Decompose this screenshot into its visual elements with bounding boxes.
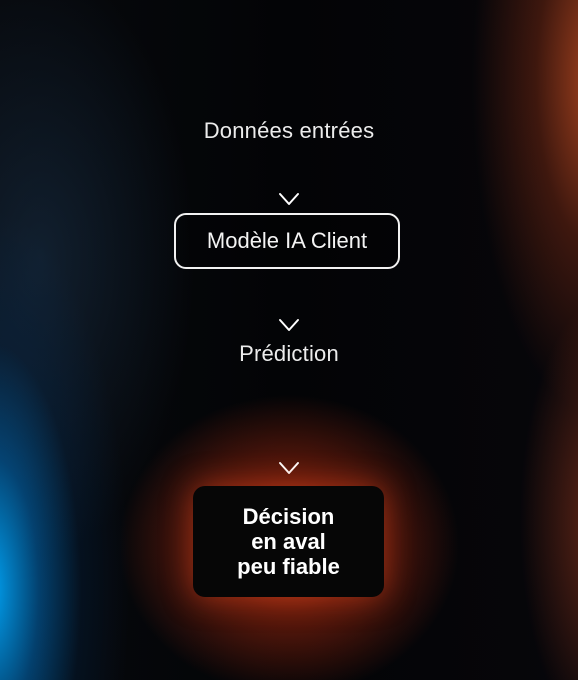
model-label: Modèle IA Client: [206, 228, 368, 253]
arrow-input-to-model: [279, 160, 299, 205]
input-data-label: Données entrées: [203, 118, 375, 143]
arrow-prediction-to-decision: [279, 376, 299, 474]
prediction-label: Prédiction: [239, 341, 339, 366]
decision-label: Décision en aval peu fiable: [237, 504, 340, 579]
unreliable-decision-box: Décision en aval peu fiable: [193, 486, 384, 597]
arrow-model-to-prediction: [279, 282, 299, 331]
client-ai-model-box: Modèle IA Client: [174, 213, 400, 269]
